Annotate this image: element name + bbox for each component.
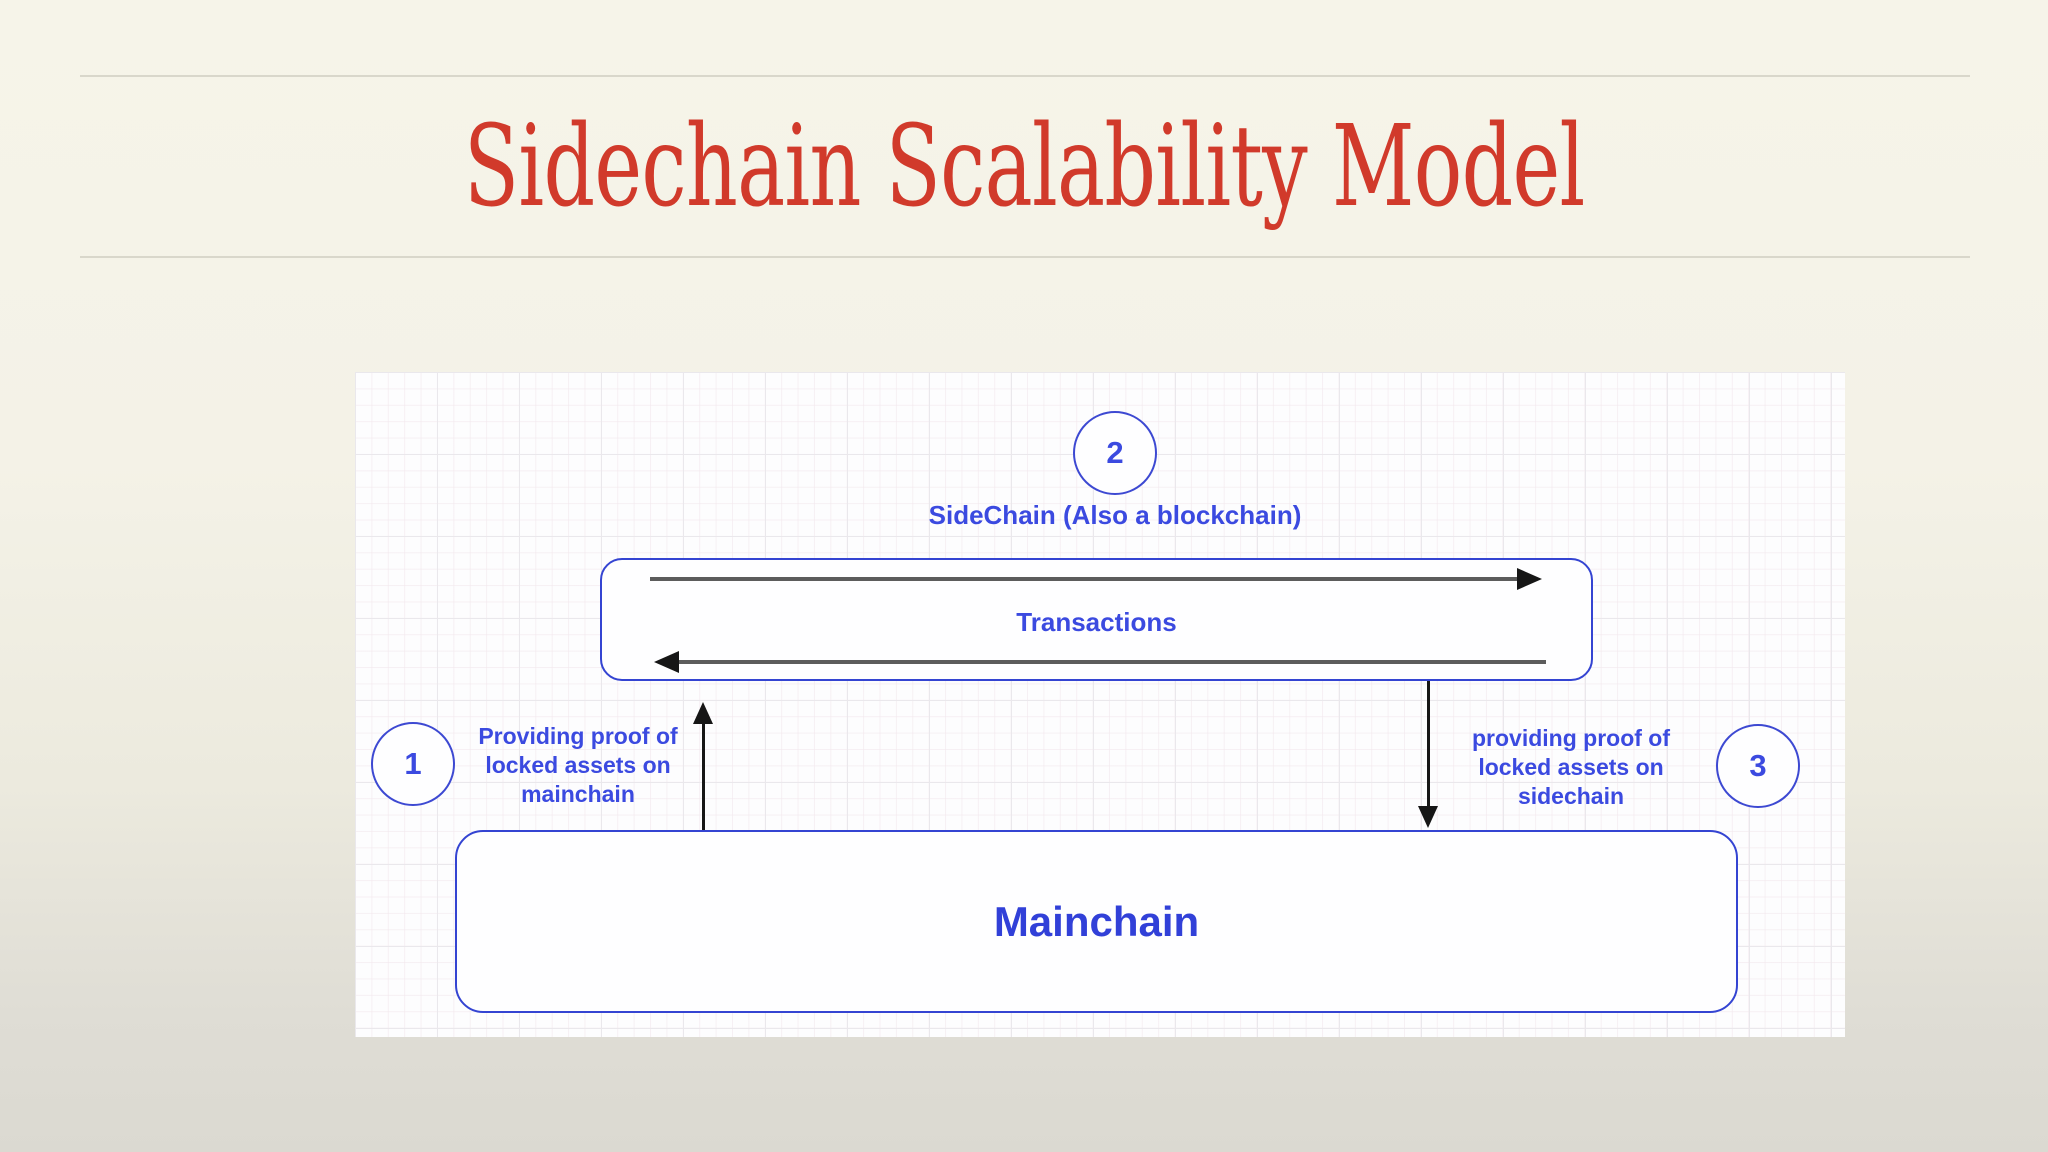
title-rule-bottom: [80, 256, 1970, 258]
title-area: Sidechain Scalability Model: [0, 77, 2048, 256]
proof-mainchain-label-line3: mainchain: [521, 781, 635, 807]
arrow-shaft: [1426, 681, 1430, 806]
proof-mainchain-label-line2: locked assets on: [485, 752, 671, 778]
sidechain-transactions-box: Transactions: [600, 558, 1593, 681]
mainchain-label: Mainchain: [993, 897, 1200, 945]
proof-arrow-up-icon: [692, 702, 714, 830]
transactions-arrow-left-icon: [654, 650, 1546, 674]
page-title: Sidechain Scalability Model: [463, 101, 1585, 232]
proof-mainchain-label: Providing proof of locked assets on main…: [458, 722, 698, 809]
arrow-shaft: [679, 660, 1546, 664]
proof-sidechain-label-line1: providing proof of: [1471, 725, 1670, 751]
arrowhead-down: [1418, 806, 1438, 828]
arrowhead-right: [1517, 568, 1542, 590]
step-circle-2: 2: [1073, 411, 1157, 495]
step-circle-1: 1: [371, 722, 455, 806]
arrow-shaft: [701, 724, 705, 830]
transactions-label: Transactions: [1016, 607, 1177, 637]
arrowhead-left: [654, 651, 679, 673]
proof-mainchain-label-line1: Providing proof of: [478, 723, 678, 749]
step-number-3: 3: [1749, 748, 1767, 783]
step-number-2: 2: [1106, 435, 1124, 470]
step-number-1: 1: [404, 746, 422, 781]
proof-sidechain-label: providing proof of locked assets on side…: [1451, 724, 1691, 811]
arrow-shaft: [650, 577, 1517, 581]
title-rule-top: [80, 75, 1970, 77]
proof-sidechain-label-line2: locked assets on: [1478, 754, 1664, 780]
transactions-arrow-right-icon: [650, 567, 1542, 591]
diagram-panel: 2 SideChain (Also a blockchain) Transact…: [355, 372, 1845, 1037]
arrowhead-up: [693, 702, 713, 724]
sidechain-label: SideChain (Also a blockchain): [928, 500, 1302, 530]
proof-arrow-down-icon: [1417, 681, 1439, 828]
proof-sidechain-label-line3: sidechain: [1517, 783, 1625, 809]
step-circle-3: 3: [1716, 724, 1800, 808]
mainchain-box: Mainchain: [455, 830, 1738, 1013]
